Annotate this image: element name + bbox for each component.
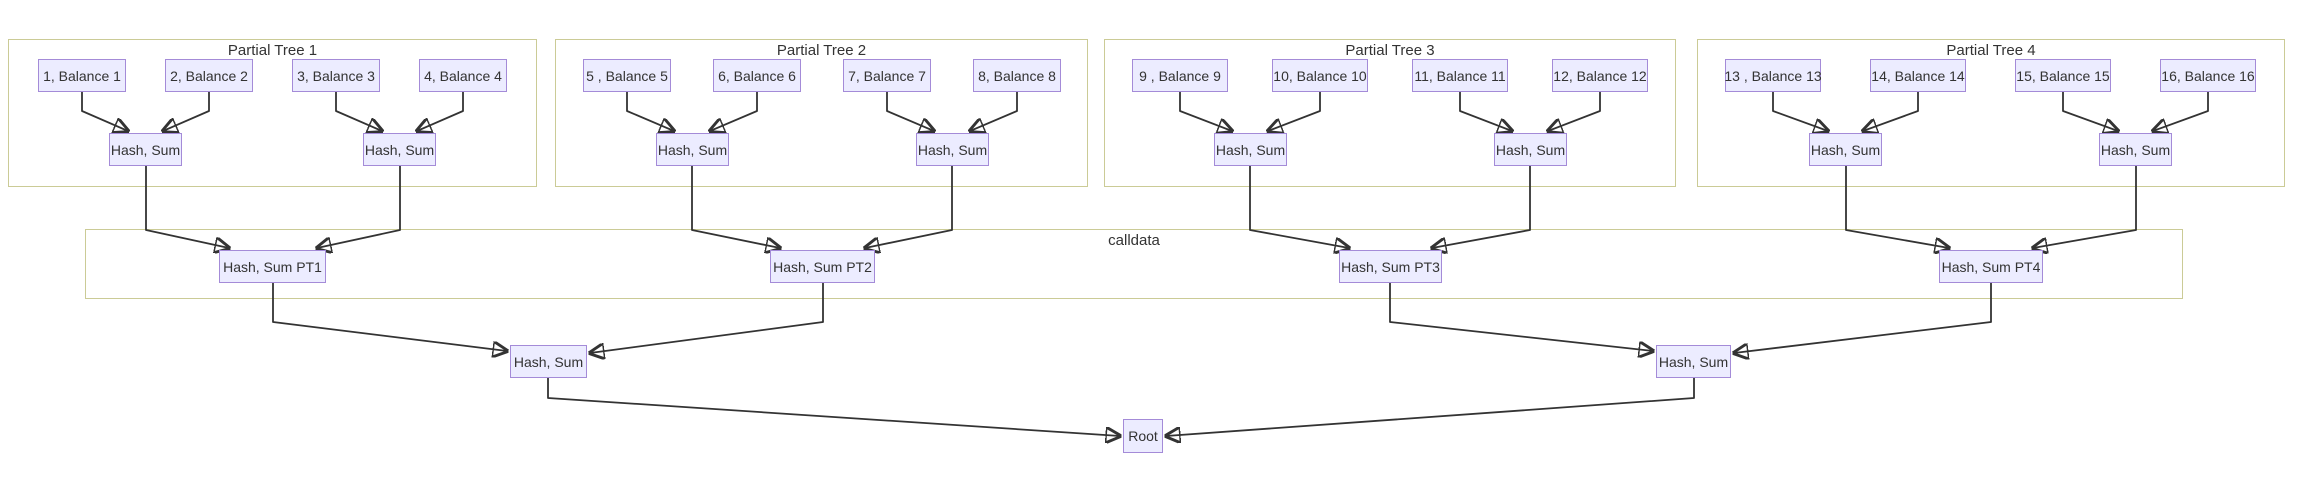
hash-node-5: Hash, Sum xyxy=(1214,133,1287,166)
edges-hash-to-pt xyxy=(145,166,2137,248)
leaf-node-11: 11, Balance 11 xyxy=(1412,59,1508,92)
leaf-node-10: 10, Balance 10 xyxy=(1272,59,1368,92)
pt-node-4: Hash, Sum PT4 xyxy=(1939,250,2043,283)
pt-node-3: Hash, Sum PT3 xyxy=(1339,250,1442,283)
cluster-title: calldata xyxy=(1108,232,1160,249)
cluster-partial-tree-4: Partial Tree 4 xyxy=(1697,39,2285,187)
hash-node-4: Hash, Sum xyxy=(916,133,989,166)
cluster-partial-tree-3: Partial Tree 3 xyxy=(1104,39,1676,187)
leaf-node-2: 2, Balance 2 xyxy=(165,59,253,92)
leaf-node-12: 12, Balance 12 xyxy=(1552,59,1648,92)
leaf-node-1: 1, Balance 1 xyxy=(38,59,126,92)
cluster-partial-tree-1: Partial Tree 1 xyxy=(8,39,537,187)
leaf-node-4: 4, Balance 4 xyxy=(419,59,507,92)
leaf-node-14: 14, Balance 14 xyxy=(1870,59,1966,92)
hash-node-1: Hash, Sum xyxy=(109,133,182,166)
leaf-node-5: 5 , Balance 5 xyxy=(583,59,671,92)
leaf-node-7: 7, Balance 7 xyxy=(843,59,931,92)
cluster-title: Partial Tree 3 xyxy=(1345,42,1435,59)
root-node: Root xyxy=(1123,419,1163,453)
cluster-calldata: calldata xyxy=(85,229,2183,299)
edges-leaf-to-hash xyxy=(81,92,2209,131)
leaf-node-16: 16, Balance 16 xyxy=(2160,59,2256,92)
leaf-node-15: 15, Balance 15 xyxy=(2015,59,2111,92)
leaf-node-9: 9 , Balance 9 xyxy=(1132,59,1228,92)
cluster-partial-tree-2: Partial Tree 2 xyxy=(555,39,1088,187)
pt-node-2: Hash, Sum PT2 xyxy=(770,250,875,283)
edges-combine-to-root xyxy=(547,378,1695,436)
combine-node-left: Hash, Sum xyxy=(510,345,587,378)
cluster-title: Partial Tree 2 xyxy=(776,42,867,59)
leaf-node-13: 13 , Balance 13 xyxy=(1724,59,1822,92)
hash-node-7: Hash, Sum xyxy=(1809,133,1882,166)
leaf-node-8: 8, Balance 8 xyxy=(973,59,1061,92)
pt-node-1: Hash, Sum PT1 xyxy=(219,250,326,283)
hash-node-3: Hash, Sum xyxy=(656,133,729,166)
hash-node-2: Hash, Sum xyxy=(363,133,436,166)
cluster-title: Partial Tree 4 xyxy=(1946,42,2036,59)
leaf-node-3: 3, Balance 3 xyxy=(292,59,380,92)
hash-node-6: Hash, Sum xyxy=(1494,133,1567,166)
edges-pt-to-combine xyxy=(272,283,1992,353)
combine-node-right: Hash, Sum xyxy=(1656,345,1731,378)
hash-node-8: Hash, Sum xyxy=(2099,133,2172,166)
cluster-title: Partial Tree 1 xyxy=(227,42,318,59)
leaf-node-6: 6, Balance 6 xyxy=(713,59,801,92)
